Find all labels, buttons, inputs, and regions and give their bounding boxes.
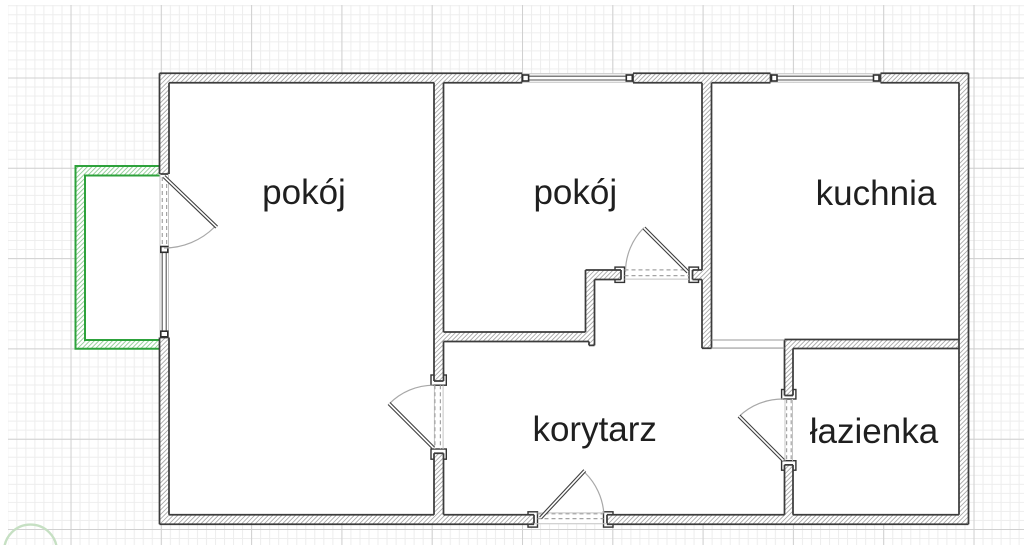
svg-text:korytarz: korytarz: [532, 410, 656, 449]
svg-text:pokój: pokój: [262, 173, 346, 212]
svg-text:pokój: pokój: [533, 173, 617, 212]
svg-text:kuchnia: kuchnia: [816, 174, 937, 213]
svg-text:łazienka: łazienka: [810, 412, 939, 451]
